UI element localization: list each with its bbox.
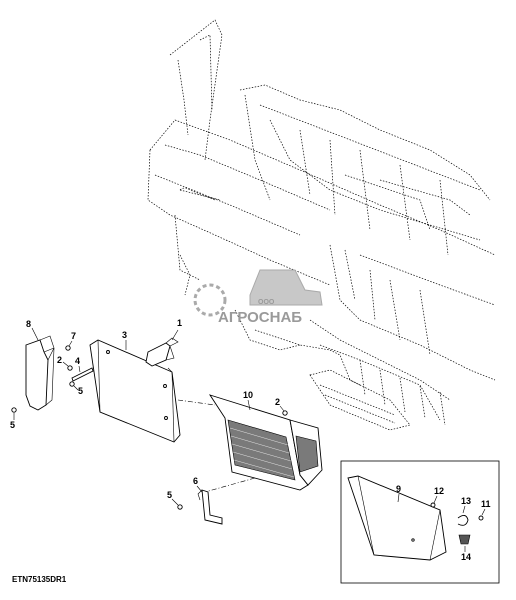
callout-8: 8 <box>26 319 31 329</box>
grille-mesh <box>227 419 319 481</box>
callout-5-c: 5 <box>167 490 172 500</box>
part-3-side-panel <box>89 339 181 443</box>
pin-4 <box>71 367 94 382</box>
screw-5-a <box>69 381 75 387</box>
part-10-grille-panel <box>208 394 323 491</box>
clip-13 <box>457 515 469 526</box>
part-9-panel <box>347 475 447 561</box>
grommet-14 <box>458 534 471 545</box>
callout-5-a: 5 <box>78 386 83 396</box>
callout-7: 7 <box>71 331 76 341</box>
callout-13: 13 <box>461 496 471 506</box>
screw-11 <box>478 515 484 521</box>
screw-2-left <box>67 365 73 371</box>
screw-2-right <box>282 410 288 416</box>
machine-body-outline <box>147 19 496 431</box>
callout-2-left: 2 <box>57 355 62 365</box>
callout-3: 3 <box>122 330 127 340</box>
inset-detail-box <box>340 460 500 584</box>
figure-id: ETN75135DR1 <box>12 575 67 584</box>
callout-10: 10 <box>243 390 253 400</box>
callout-11: 11 <box>481 499 491 509</box>
callout-5-b: 5 <box>10 420 15 430</box>
tractor-icon <box>249 269 323 306</box>
watermark-prefix: ООО <box>258 299 275 306</box>
watermark-brand: АГРОСНАБ <box>218 309 302 326</box>
screw-7 <box>65 345 71 351</box>
callout-4: 4 <box>75 356 80 366</box>
watermark: ООО АГРОСНАБ <box>193 269 323 326</box>
callout-6: 6 <box>193 476 198 486</box>
callout-2-right: 2 <box>275 397 280 407</box>
callout-1: 1 <box>177 318 182 328</box>
screw-12 <box>430 502 436 508</box>
callout-14: 14 <box>461 552 471 562</box>
hardware-group-left <box>11 345 94 413</box>
callout-9: 9 <box>396 484 401 494</box>
part-6-bracket <box>197 489 223 525</box>
gear-icon <box>193 283 227 317</box>
part-1-bracket <box>145 337 179 367</box>
screw-5-c <box>177 504 183 510</box>
callout-12: 12 <box>434 486 444 496</box>
screw-5-b <box>11 407 17 413</box>
part-8-bracket <box>25 335 55 411</box>
